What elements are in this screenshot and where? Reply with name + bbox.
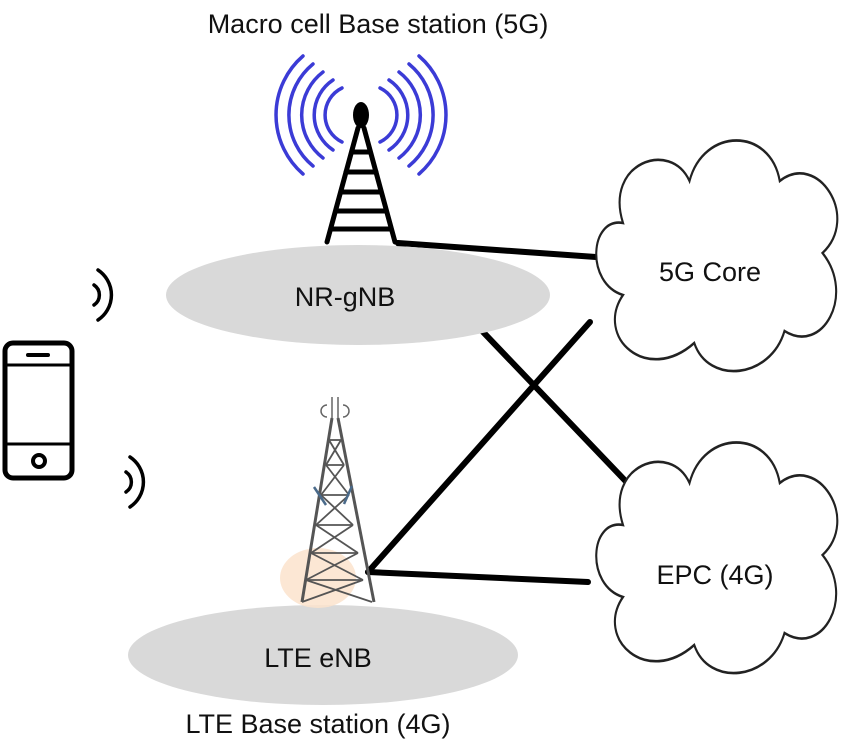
wireless-signal-icon <box>92 268 114 322</box>
macro-cell-title: Macro cell Base station (5G) <box>208 9 549 39</box>
smartphone-icon <box>2 340 75 481</box>
core-5g-label: 5G Core <box>659 257 761 287</box>
link-enb-5gcore <box>365 319 593 575</box>
epc-cloud: EPC (4G) <box>594 441 839 675</box>
lte-enb-label: LTE eNB <box>264 643 372 673</box>
cloud-icon <box>594 139 839 373</box>
lte-base-station-title: LTE Base station (4G) <box>185 709 450 739</box>
lte-enb-cell <box>128 605 518 705</box>
radio-tower-icon <box>274 54 448 245</box>
link-enb-epc <box>365 569 591 585</box>
link-gnb-5gcore <box>395 240 613 261</box>
cloud-icon <box>594 441 839 675</box>
lattice-tower-icon <box>280 397 376 608</box>
epc-label: EPC (4G) <box>656 560 773 590</box>
core-5g-cloud: 5G Core <box>594 139 839 373</box>
wireless-signal-icon <box>124 455 146 509</box>
nr-gnb-label: NR-gNB <box>295 282 396 312</box>
nr-gnb-cell <box>166 245 550 345</box>
